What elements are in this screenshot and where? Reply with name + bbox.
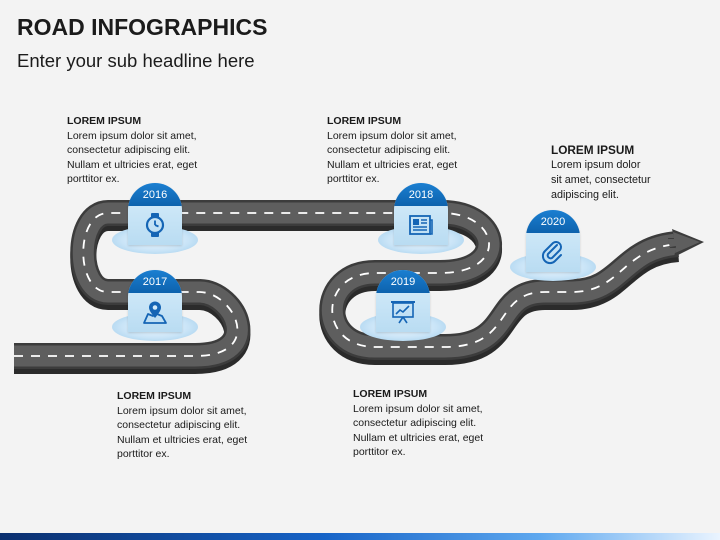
milestone-year: 2017	[128, 270, 182, 293]
milestone-line: Lorem ipsum dolor	[551, 159, 641, 171]
milestone-line: porttitor ex.	[117, 448, 170, 461]
milestone-year: 2018	[394, 183, 448, 206]
milestone-text-2020: LOREM IPSUM Lorem ipsum dolor sit amet, …	[551, 143, 651, 202]
footer-gradient-bar	[0, 533, 720, 540]
milestone-line: consectetur adipiscing elit.	[353, 417, 477, 430]
milestone-line: Nullam et ultricies erat, eget	[353, 431, 484, 444]
milestone-line: consectetur adipiscing elit.	[117, 419, 241, 432]
milestone-heading: LOREM IPSUM	[353, 388, 428, 400]
presentation-chart-icon	[391, 301, 415, 324]
milestone-marker-2016: 2016	[112, 183, 198, 255]
newspaper-icon	[409, 215, 433, 235]
milestone-heading: LOREM IPSUM	[67, 115, 142, 127]
milestone-line: Lorem ipsum dolor sit amet,	[327, 129, 457, 142]
milestone-line: Nullam et ultricies erat, eget	[67, 158, 198, 171]
milestone-line: Lorem ipsum dolor sit amet,	[117, 404, 247, 417]
milestone-line: porttitor ex.	[67, 173, 120, 186]
milestone-marker-2017: 2017	[112, 270, 198, 342]
milestone-text-2019: LOREM IPSUM Lorem ipsum dolor sit amet, …	[353, 387, 483, 460]
milestone-marker-2020: 2020	[510, 210, 596, 282]
milestone-text-2018: LOREM IPSUM Lorem ipsum dolor sit amet, …	[327, 114, 457, 187]
milestone-text-2016: LOREM IPSUM Lorem ipsum dolor sit amet, …	[67, 114, 197, 187]
milestone-line: sit amet, consectetur	[551, 173, 651, 186]
map-pin-icon	[143, 301, 167, 324]
watch-icon	[145, 213, 165, 237]
milestone-marker-2018: 2018	[378, 183, 464, 255]
milestone-line: porttitor ex.	[353, 446, 406, 459]
milestone-heading: LOREM IPSUM	[117, 390, 192, 402]
milestone-year: 2019	[376, 270, 430, 293]
milestone-year: 2020	[526, 210, 580, 233]
page-title: ROAD INFOGRAPHICS	[17, 14, 268, 40]
milestone-line: Nullam et ultricies erat, eget	[117, 433, 248, 446]
milestone-line: Lorem ipsum dolor sit amet,	[67, 129, 197, 142]
milestone-line: consectetur adipiscing elit.	[67, 144, 191, 157]
milestone-line: Nullam et ultricies erat, eget	[327, 158, 458, 171]
milestone-heading: LOREM IPSUM	[327, 115, 402, 127]
milestone-text-2017: LOREM IPSUM Lorem ipsum dolor sit amet, …	[117, 389, 247, 462]
milestone-heading: LOREM IPSUM	[551, 143, 635, 157]
milestone-line: Lorem ipsum dolor sit amet,	[353, 402, 483, 415]
milestone-year: 2016	[128, 183, 182, 206]
page-subtitle: Enter your sub headline here	[17, 50, 255, 71]
milestone-line: consectetur adipiscing elit.	[327, 144, 451, 157]
milestone-marker-2019: 2019	[360, 270, 446, 342]
paperclip-icon	[541, 241, 562, 265]
road-arrow-head-surface	[668, 232, 700, 253]
milestone-line: adipiscing elit.	[551, 188, 619, 201]
milestone-line: porttitor ex.	[327, 173, 380, 186]
